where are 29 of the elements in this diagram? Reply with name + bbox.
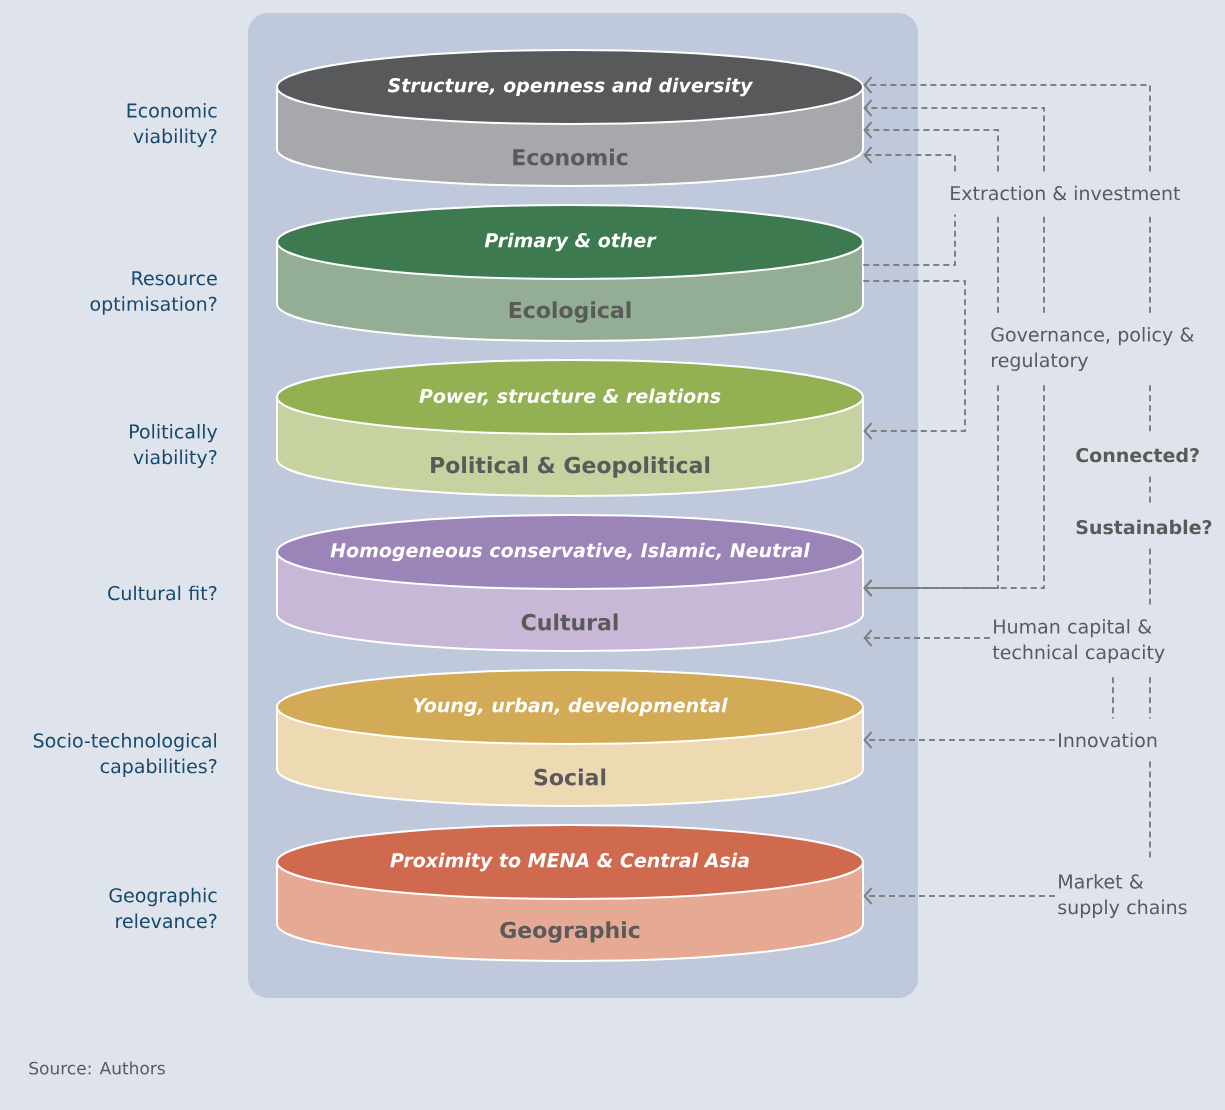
arrow — [863, 146, 956, 173]
side-label: Market & supply chains — [1058, 873, 1187, 918]
cylinder: Young, urban, developmental Social — [276, 669, 864, 807]
cylinder: Power, structure & relations Political & Geopolitical — [276, 359, 864, 497]
arrow — [863, 629, 991, 647]
side-label: Sustainable? — [1076, 519, 1212, 535]
side-label: Extraction & investment — [951, 185, 1180, 201]
cylinder: Proximity to MENA & Central Asia Geographic — [276, 824, 864, 962]
side-label: Human capital & technical capacity — [992, 618, 1165, 663]
side-label: Connected? — [1076, 447, 1199, 463]
arrow — [863, 121, 999, 173]
cylinder: Structure, openness and diversity Economic — [276, 49, 864, 187]
question-label: Economic viability? — [127, 102, 217, 147]
side-label: Innovation — [1059, 732, 1157, 748]
arrow — [863, 887, 1056, 905]
question-label: Socio-technological capabilities? — [33, 732, 217, 777]
question-label: Politically viability? — [130, 423, 218, 468]
question-label: Geographic relevance? — [109, 887, 217, 929]
question-label: Resource optimisation? — [90, 271, 217, 315]
arrow — [863, 76, 1151, 173]
side-label: Governance, policy & regulatory — [991, 326, 1194, 371]
arrow — [863, 99, 1045, 173]
source-note: Source: Authors — [29, 1061, 165, 1075]
arrow — [862, 280, 966, 440]
question-label: Cultural fit? — [108, 585, 217, 601]
cylinder: Homogeneous conservative, Islamic, Neutral Cultural — [276, 514, 864, 652]
cylinder: Primary & other Ecological — [276, 204, 864, 342]
arrow — [863, 384, 1045, 597]
arrow — [863, 731, 1056, 749]
